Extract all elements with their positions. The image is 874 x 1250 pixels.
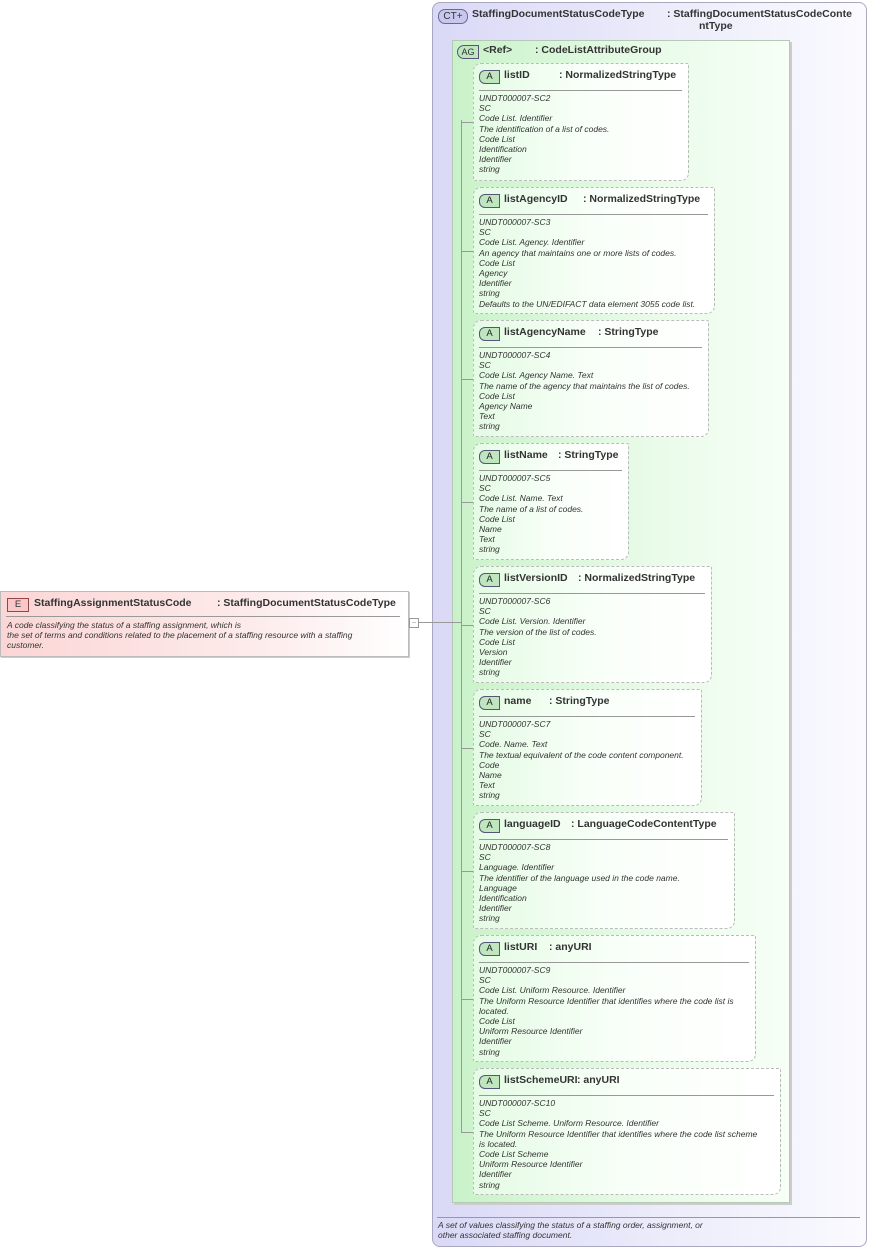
divider bbox=[479, 839, 728, 840]
element-box[interactable]: E StaffingAssignmentStatusCode : Staffin… bbox=[0, 591, 409, 657]
attribute-type: : StringType bbox=[549, 695, 610, 707]
connector-line bbox=[419, 622, 461, 623]
attribute-doc: UNDT000007-SC2 SC Code List. Identifier … bbox=[479, 93, 610, 175]
complex-type-base-line1: : StaffingDocumentStatusCodeConte bbox=[667, 8, 852, 20]
attribute-icon: A bbox=[479, 942, 500, 956]
element-type: : StaffingDocumentStatusCodeType bbox=[217, 597, 396, 609]
attribute-name: listVersionID bbox=[504, 572, 568, 584]
connector-line bbox=[461, 122, 473, 123]
complex-type-doc: A set of values classifying the status o… bbox=[438, 1220, 703, 1240]
collapse-toggle-icon[interactable]: − bbox=[409, 618, 419, 628]
attribute-doc: UNDT000007-SC10 SC Code List Scheme. Uni… bbox=[479, 1098, 758, 1190]
attribute-icon: A bbox=[479, 70, 500, 84]
element-name: StaffingAssignmentStatusCode bbox=[34, 597, 192, 609]
attribute-type: : StringType bbox=[558, 449, 619, 461]
attribute-icon: A bbox=[479, 696, 500, 710]
complex-type-name: StaffingDocumentStatusCodeType bbox=[472, 8, 645, 20]
attribute-icon: A bbox=[479, 573, 500, 587]
attribute-group-ref: <Ref> bbox=[483, 44, 513, 56]
attribute-group-icon: AG bbox=[457, 45, 479, 59]
attribute-doc: UNDT000007-SC4 SC Code List. Agency Name… bbox=[479, 350, 690, 432]
attribute-doc: UNDT000007-SC3 SC Code List. Agency. Ide… bbox=[479, 217, 696, 309]
attribute-languageID[interactable]: A languageID : LanguageCodeContentType U… bbox=[473, 812, 735, 929]
attribute-doc: UNDT000007-SC6 SC Code List. Version. Id… bbox=[479, 596, 597, 678]
divider bbox=[479, 347, 702, 348]
attribute-icon: A bbox=[479, 327, 500, 341]
attribute-type: : NormalizedStringType bbox=[578, 572, 696, 584]
connector-line bbox=[461, 120, 462, 1132]
element-icon: E bbox=[7, 598, 29, 612]
doc-line: other associated staffing document. bbox=[438, 1230, 573, 1240]
connector-line bbox=[461, 251, 473, 252]
attribute-type: : LanguageCodeContentType bbox=[571, 818, 717, 830]
divider bbox=[437, 1217, 860, 1218]
connector-line bbox=[461, 1132, 473, 1133]
attribute-icon: A bbox=[479, 1075, 500, 1089]
connector-line bbox=[461, 871, 473, 872]
connector-line bbox=[461, 502, 473, 503]
attribute-doc: UNDT000007-SC9 SC Code List. Uniform Res… bbox=[479, 965, 734, 1057]
attribute-name: listID bbox=[504, 69, 530, 81]
attribute-name: listSchemeURI bbox=[504, 1074, 578, 1086]
attribute-name: listName bbox=[504, 449, 548, 461]
attribute-listAgencyID[interactable]: A listAgencyID : NormalizedStringType UN… bbox=[473, 187, 715, 314]
attribute-type: : NormalizedStringType bbox=[583, 193, 701, 205]
attribute-icon: A bbox=[479, 819, 500, 833]
attribute-type: : anyURI bbox=[577, 1074, 620, 1086]
connector-line bbox=[461, 999, 473, 1000]
divider bbox=[479, 214, 708, 215]
attribute-name[interactable]: A name : StringType UNDT000007-SC7 SC Co… bbox=[473, 689, 702, 806]
attribute-type: : anyURI bbox=[549, 941, 592, 953]
connector-line bbox=[461, 748, 473, 749]
connector-line bbox=[461, 379, 473, 380]
attribute-name: listAgencyName bbox=[504, 326, 586, 338]
attribute-listVersionID[interactable]: A listVersionID : NormalizedStringType U… bbox=[473, 566, 712, 683]
attribute-name: name bbox=[504, 695, 532, 707]
attribute-doc: UNDT000007-SC8 SC Language. Identifier T… bbox=[479, 842, 680, 924]
attribute-doc: UNDT000007-SC7 SC Code. Name. Text The t… bbox=[479, 719, 684, 801]
attribute-type: : NormalizedStringType bbox=[559, 69, 677, 81]
element-doc: A code classifying the status of a staff… bbox=[7, 620, 353, 651]
attribute-listAgencyName[interactable]: A listAgencyName : StringType UNDT000007… bbox=[473, 320, 709, 437]
attribute-doc: UNDT000007-SC5 SC Code List. Name. Text … bbox=[479, 473, 584, 555]
divider bbox=[479, 593, 705, 594]
doc-line: A set of values classifying the status o… bbox=[438, 1220, 703, 1230]
attribute-listName[interactable]: A listName : StringType UNDT000007-SC5 S… bbox=[473, 443, 629, 560]
divider bbox=[479, 716, 695, 717]
connector-line bbox=[461, 625, 473, 626]
attribute-group-type: : CodeListAttributeGroup bbox=[535, 44, 662, 56]
attribute-listID[interactable]: A listID : NormalizedStringType UNDT0000… bbox=[473, 63, 689, 181]
divider bbox=[479, 962, 749, 963]
divider bbox=[479, 1095, 774, 1096]
complex-type-icon: CT+ bbox=[438, 9, 468, 24]
divider bbox=[6, 616, 400, 617]
divider bbox=[479, 90, 682, 91]
attribute-name: listURI bbox=[504, 941, 538, 953]
attribute-type: : StringType bbox=[598, 326, 659, 338]
attribute-icon: A bbox=[479, 194, 500, 208]
divider bbox=[479, 470, 622, 471]
attribute-name: listAgencyID bbox=[504, 193, 568, 205]
attribute-listURI[interactable]: A listURI : anyURI UNDT000007-SC9 SC Cod… bbox=[473, 935, 756, 1062]
attribute-listSchemeURI[interactable]: A listSchemeURI : anyURI UNDT000007-SC10… bbox=[473, 1068, 781, 1195]
complex-type-base-line2: ntType bbox=[699, 20, 733, 32]
attribute-name: languageID bbox=[504, 818, 561, 830]
attribute-icon: A bbox=[479, 450, 500, 464]
